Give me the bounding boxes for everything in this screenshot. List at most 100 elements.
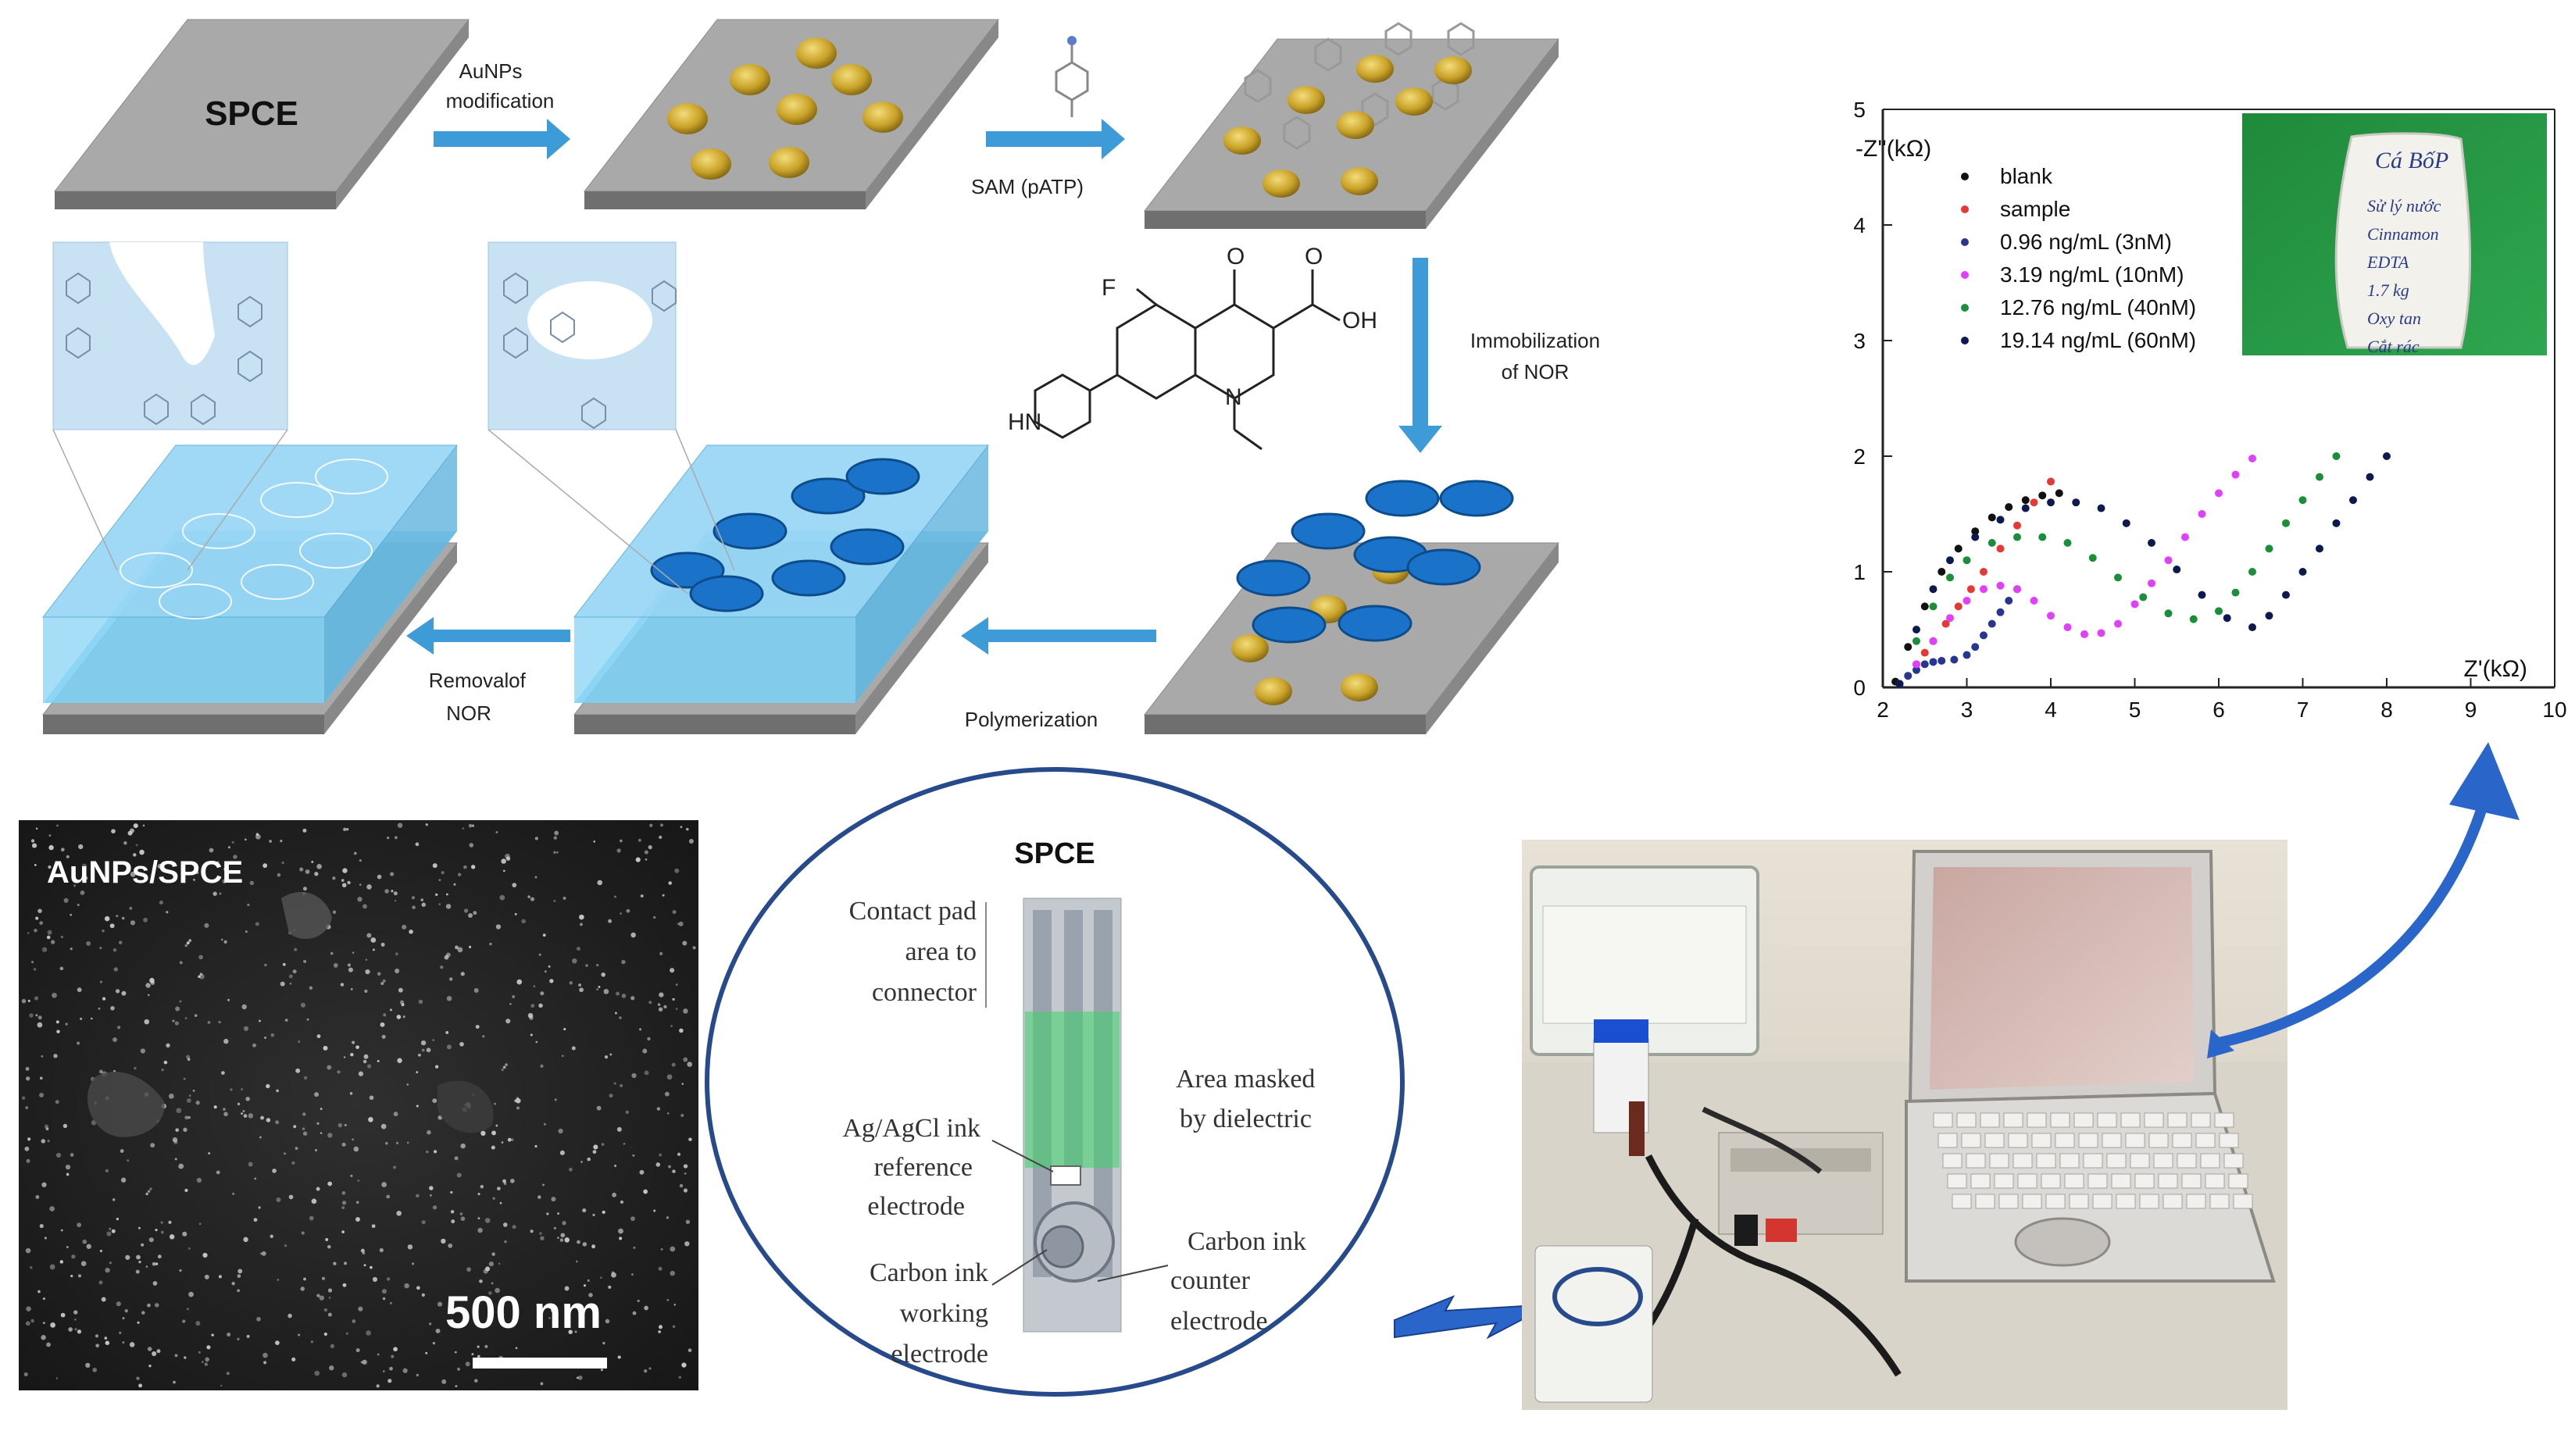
- sem-speck: [44, 1237, 47, 1240]
- sem-speck: [121, 990, 127, 996]
- sem-speck: [316, 1034, 321, 1038]
- sem-speck: [288, 974, 293, 979]
- sem-speck: [681, 1083, 684, 1085]
- series-2: [1895, 585, 2021, 688]
- sem-speck: [491, 1282, 494, 1285]
- sem-speck: [505, 1019, 511, 1024]
- sem-speck: [553, 1226, 557, 1229]
- x-tick-label: 3: [1961, 698, 1973, 722]
- slab-sam: [1143, 22, 1560, 229]
- key: [2027, 1112, 2047, 1128]
- y-tick-label: 1: [1853, 560, 1866, 584]
- key: [2022, 1194, 2042, 1209]
- sem-speck: [47, 930, 52, 935]
- key: [2191, 1112, 2211, 1128]
- sem-speck: [402, 924, 407, 930]
- spce-title: SPCE: [1014, 837, 1095, 870]
- removal-label-line3: NOR: [446, 701, 491, 725]
- data-point: [1912, 660, 1920, 669]
- key: [2195, 1133, 2216, 1148]
- sem-speck: [358, 1071, 364, 1076]
- arrow-immobilization: Immobilization of NOR: [1398, 258, 1600, 453]
- sem-speck: [491, 1145, 495, 1150]
- sem-speck: [577, 947, 580, 951]
- slab-aunps: [583, 19, 1000, 209]
- sem-speck: [683, 1057, 688, 1062]
- data-point: [1962, 556, 1971, 565]
- sem-speck: [341, 1372, 348, 1378]
- sem-speck: [41, 947, 48, 952]
- sem-speck: [445, 952, 451, 958]
- sem-speck: [140, 1048, 145, 1054]
- sem-speck: [168, 1220, 172, 1224]
- sem-speck: [538, 1195, 541, 1199]
- sem-speck: [451, 1219, 455, 1224]
- key: [1952, 1194, 1972, 1209]
- sem-speck: [118, 940, 123, 944]
- sem-speck: [350, 1174, 353, 1177]
- sem-speck: [92, 1368, 97, 1372]
- data-point: [2198, 591, 2206, 599]
- sem-speck: [514, 912, 517, 915]
- sem-speck: [104, 1336, 108, 1340]
- sem-speck: [593, 840, 595, 843]
- sem-speck: [620, 1200, 623, 1204]
- sem-scale-bar: [473, 1358, 607, 1369]
- sem-nanoparticle-speckles: [21, 823, 696, 1388]
- sem-speck: [263, 1361, 267, 1365]
- x-tick-label: 2: [1877, 698, 1889, 722]
- sem-speck: [168, 1094, 174, 1099]
- sem-speck: [65, 1022, 68, 1026]
- sem-speck: [684, 1172, 687, 1175]
- sem-speck: [598, 986, 601, 988]
- sem-speck: [363, 1054, 369, 1059]
- sem-speck: [284, 1019, 288, 1022]
- sem-speck: [456, 1172, 462, 1178]
- sem-speck: [129, 1342, 135, 1347]
- sem-speck: [446, 1044, 452, 1050]
- sem-speck: [484, 1266, 491, 1272]
- sem-speck: [90, 1017, 93, 1020]
- data-point: [1988, 513, 1996, 522]
- sem-speck: [535, 1040, 538, 1044]
- sem-speck: [618, 1228, 623, 1234]
- data-point: [2282, 591, 2290, 599]
- sem-speck: [45, 1127, 49, 1131]
- sem-speck: [556, 851, 559, 854]
- sem-speck: [672, 1169, 676, 1173]
- sem-speck: [341, 883, 347, 888]
- sem-speck: [463, 1314, 467, 1317]
- x-tick-label: 8: [2380, 698, 2393, 722]
- data-point: [1962, 651, 1971, 659]
- key: [2177, 1153, 2197, 1169]
- sem-speck: [124, 1309, 128, 1313]
- sem-speck: [65, 1165, 71, 1170]
- sem-speck: [686, 827, 689, 831]
- sem-speck: [70, 1153, 74, 1157]
- sem-speck: [138, 1261, 141, 1264]
- x-tick-label: 4: [2045, 698, 2057, 722]
- mol-oh: OH: [1342, 308, 1377, 334]
- sem-speck: [683, 1008, 688, 1014]
- sem-speck: [29, 1013, 34, 1018]
- sem-speck: [280, 981, 285, 987]
- data-point: [2223, 614, 2231, 623]
- sem-speck: [24, 1146, 30, 1151]
- data-point: [2148, 539, 2155, 547]
- sem-speck: [381, 1289, 387, 1294]
- sem-speck: [327, 1133, 333, 1138]
- data-point: [2215, 489, 2223, 498]
- sem-speck: [198, 1222, 202, 1226]
- sem-speck: [340, 983, 345, 987]
- sem-speck: [337, 1070, 341, 1074]
- sem-speck: [198, 975, 201, 979]
- sem-speck: [418, 999, 423, 1005]
- sem-speck: [242, 1110, 245, 1112]
- sem-speck: [105, 1340, 110, 1345]
- sem-speck: [195, 870, 199, 874]
- sem-speck: [311, 860, 314, 863]
- sem-speck: [149, 1187, 152, 1190]
- key: [2003, 1112, 2023, 1128]
- sem-speck: [380, 982, 384, 985]
- sem-speck: [453, 883, 456, 886]
